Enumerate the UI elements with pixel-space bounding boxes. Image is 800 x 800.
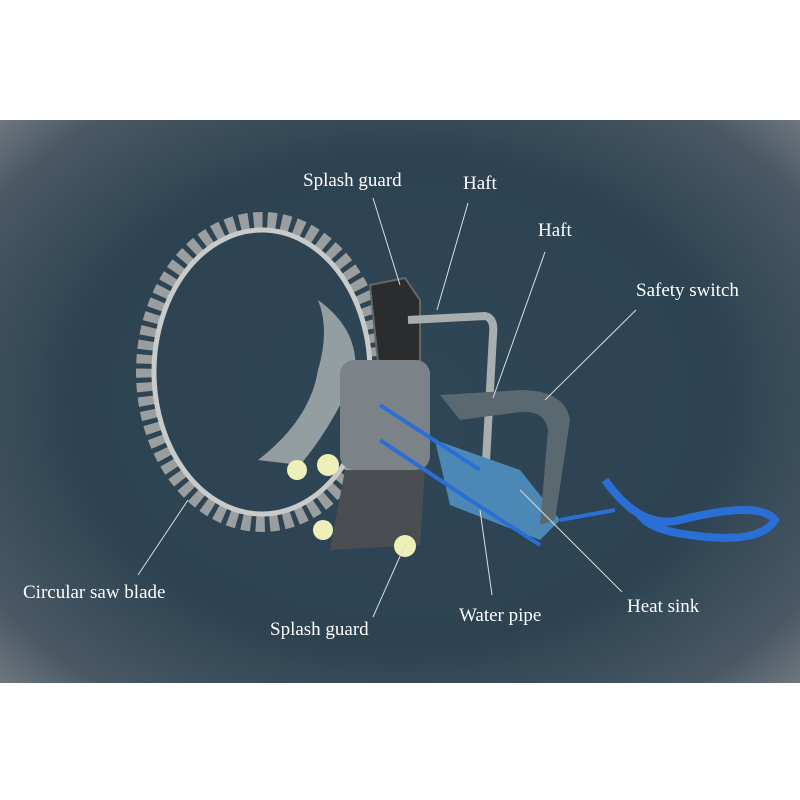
- label-circular-saw-blade: Circular saw blade: [23, 582, 166, 603]
- motor: [435, 440, 560, 540]
- power-cord-hose: [601, 477, 780, 542]
- label-splash-guard-top: Splash guard: [303, 170, 402, 191]
- label-heat-sink: Heat sink: [627, 596, 700, 617]
- label-haft-upper: Haft: [463, 173, 497, 194]
- label-water-pipe: Water pipe: [459, 605, 542, 626]
- rear-handle: [440, 390, 570, 525]
- bottom-splash-guard: [330, 470, 425, 550]
- water-pipe: [378, 403, 616, 547]
- leader-lines: [137, 197, 637, 618]
- gearbox: [340, 360, 430, 470]
- front-splash-guard: [258, 300, 356, 465]
- label-safety-switch: Safety switch: [636, 280, 739, 301]
- label-haft-lower: Haft: [538, 220, 572, 241]
- label-splash-guard-bottom: Splash guard: [270, 619, 369, 640]
